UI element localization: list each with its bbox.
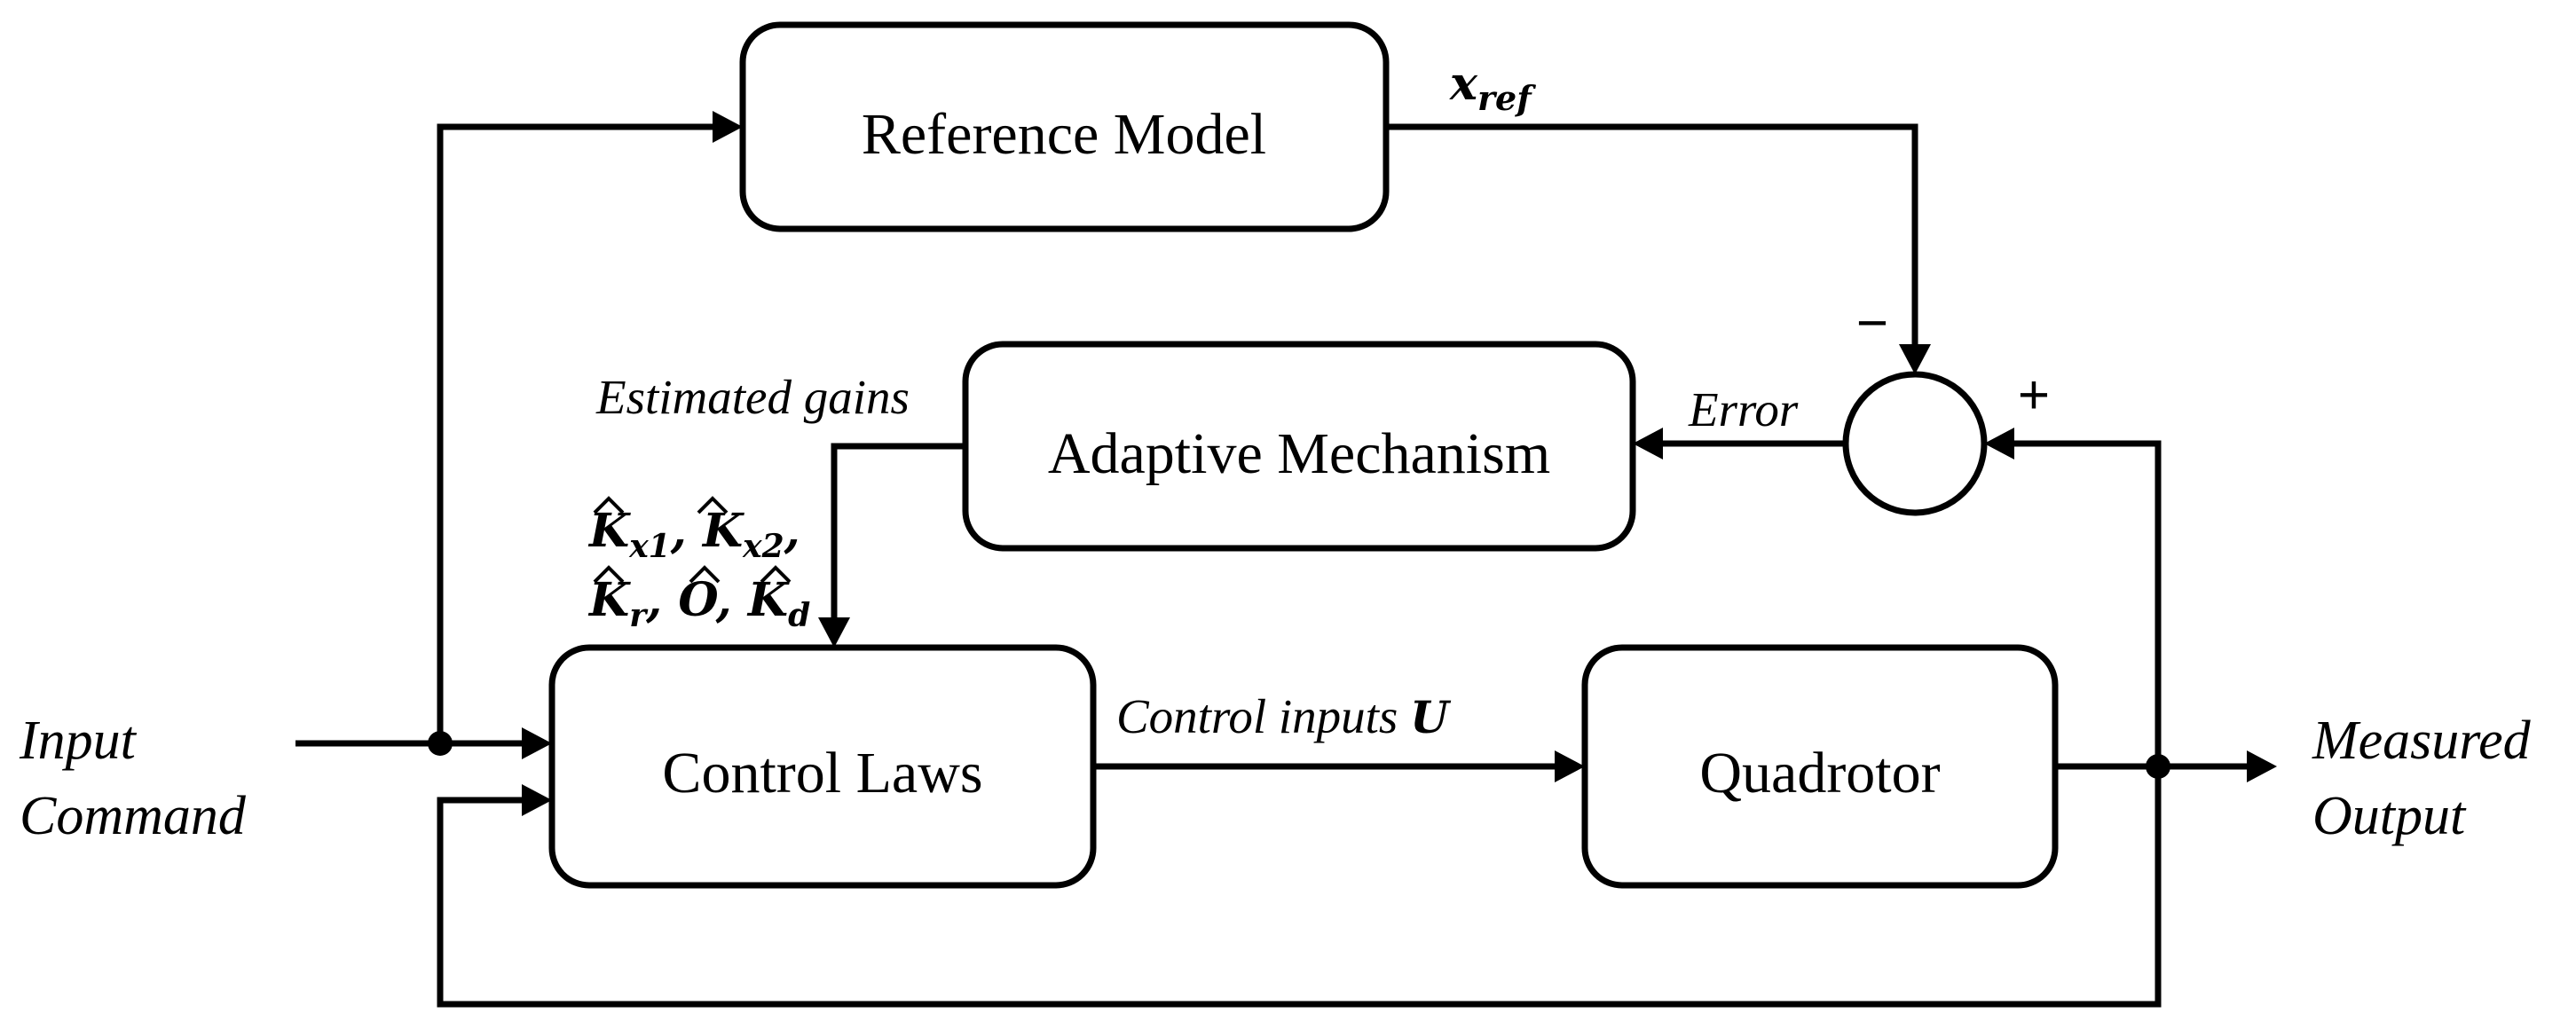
measured-output-label-line2: Output	[2312, 786, 2467, 846]
minus-sign: −	[1856, 293, 1888, 354]
input-command-line	[295, 727, 552, 759]
estimated-gains-arrow	[818, 443, 965, 648]
state-feedback-arrow	[437, 766, 2162, 1008]
control-inputs-label: Control inputs U	[1116, 689, 1452, 743]
plus-sign: +	[2018, 365, 2050, 426]
hat-kd	[760, 565, 792, 584]
input-command-label-line2: Command	[20, 786, 247, 846]
input-command-label-line1: Input	[19, 711, 138, 771]
summing-junction	[1842, 371, 1988, 516]
hat-kx1	[593, 496, 625, 514]
control-inputs-arrow	[1093, 750, 1585, 782]
hat-kx2	[697, 496, 729, 514]
estimated-gains-label: Estimated gains	[595, 370, 910, 424]
measured-output-label-line1: Measured	[2312, 711, 2532, 771]
quadrotor-label: Quadrotor	[1699, 741, 1940, 805]
input-to-reference-arrow	[437, 111, 743, 743]
gain-line-2: Kr, O, Kd	[587, 573, 810, 634]
reference-model-label: Reference Model	[862, 102, 1266, 167]
hat-o	[689, 565, 721, 584]
adaptive-mechanism-label: Adaptive Mechanism	[1048, 421, 1550, 486]
gain-symbols: Kx1, Kx2, Kr, O, Kd	[587, 496, 810, 634]
error-arrow	[1633, 428, 1846, 460]
xref-arrow	[1386, 123, 1931, 374]
xref-label: xref	[1449, 57, 1536, 118]
output-feedback-arrow	[1984, 428, 2162, 766]
error-label: Error	[1688, 382, 1799, 436]
adaptive-mechanism-block: Adaptive Mechanism	[962, 341, 1636, 552]
hat-kr	[593, 565, 625, 584]
reference-model-block: Reference Model	[739, 21, 1390, 232]
control-laws-label: Control Laws	[662, 741, 982, 805]
quadrotor-block: Quadrotor	[1581, 644, 2059, 889]
gain-line-1: Kx1, Kx2,	[587, 504, 800, 565]
control-laws-block: Control Laws	[548, 644, 1097, 889]
